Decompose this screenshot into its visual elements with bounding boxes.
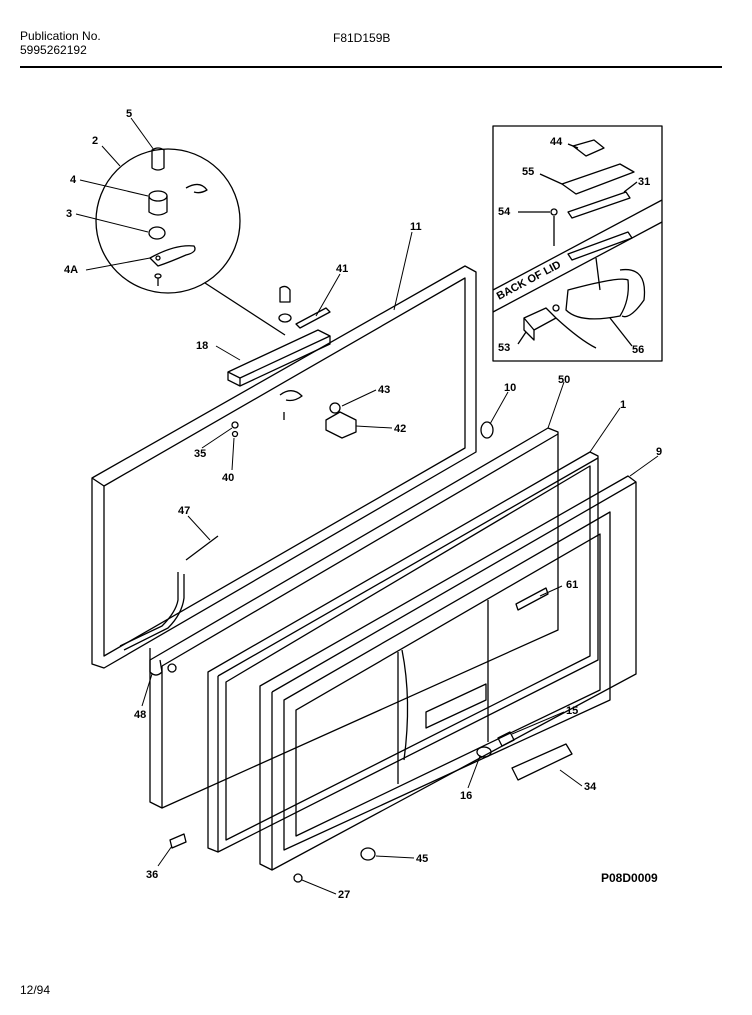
callout-41: 41 [336,263,348,275]
callout-36: 36 [146,869,158,881]
model-number: F81D159B [333,31,391,45]
callout-10: 10 [504,382,516,394]
callout-34: 34 [584,781,597,793]
callout-1: 1 [620,399,626,411]
drawing-code: P08D0009 [601,871,658,885]
hinge-assembly [227,285,357,439]
lid-wire-48 [119,535,219,676]
callout-43: 43 [378,384,390,396]
callout-labels: 2 5 4 3 4A 11 41 18 43 42 35 40 10 50 1 … [64,108,662,901]
callout-44: 44 [550,136,563,148]
callout-56: 56 [632,344,644,356]
header-rule [20,66,722,68]
callout-18: 18 [196,340,208,352]
callout-11: 11 [410,221,422,233]
lid-outer-frame [91,265,477,669]
callout-5: 5 [126,108,132,120]
callout-16: 16 [460,790,472,802]
callout-54: 54 [498,206,511,218]
callout-55: 55 [522,166,534,178]
callout-50: 50 [558,374,570,386]
callout-2: 2 [92,135,98,147]
publication-date: 12/94 [20,983,51,997]
lid-light-inset [492,125,663,362]
callout-48: 48 [134,709,146,721]
callout-42: 42 [394,423,406,435]
small-parts [169,421,573,883]
inner-door-panel [259,475,637,871]
callout-61: 61 [566,579,578,591]
leader-lines [75,117,659,895]
publication-label: Publication No. [20,29,101,43]
lid-liner [149,427,559,809]
callout-4: 4 [70,174,77,186]
callout-9: 9 [656,446,662,458]
callout-53: 53 [498,342,510,354]
callout-47: 47 [178,505,190,517]
callout-3: 3 [66,208,72,220]
hinge-detail-circle [95,147,286,336]
callout-27: 27 [338,889,350,901]
callout-40: 40 [222,472,234,484]
callout-31: 31 [638,176,650,188]
callout-35: 35 [194,448,206,460]
callout-45: 45 [416,853,428,865]
callout-15: 15 [566,705,578,717]
publication-number: 5995262192 [20,43,87,57]
callout-4a: 4A [64,264,78,276]
